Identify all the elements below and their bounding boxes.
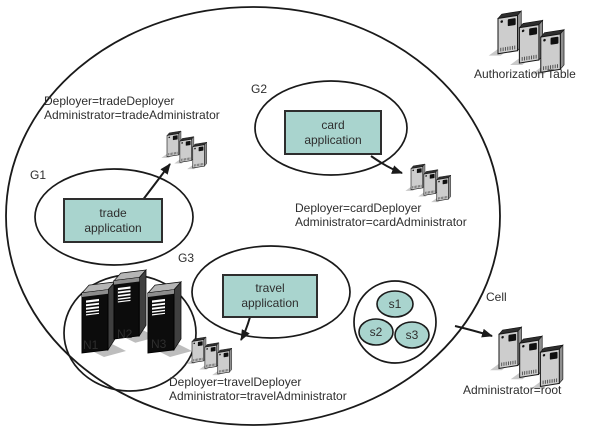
server-s3-label: s3	[405, 328, 419, 342]
travel-acl-text: Deployer=travelDeployer Administrator=tr…	[169, 375, 347, 403]
travel-application-label-line1: travel	[255, 281, 285, 295]
server-s3-ellipse	[394, 321, 430, 349]
trade-acl-deployer: Deployer=tradeDeployer	[44, 94, 175, 108]
card-deploy-arrow	[370, 155, 403, 174]
server-s2-label: s2	[369, 325, 383, 339]
node-n3-label: N3	[151, 337, 167, 351]
trade-application-box: trade application	[63, 198, 163, 243]
trade-acl-text: Deployer=tradeDeployer Administrator=tra…	[44, 94, 220, 122]
card-acl-text: Deployer=cardDeployer Administrator=card…	[295, 201, 467, 229]
authorization-table-label: Authorization Table	[474, 67, 576, 81]
travel-acl-administrator: Administrator=travelAdministrator	[169, 389, 347, 403]
cell-label: Cell	[486, 290, 507, 304]
travel-application-box: travel application	[222, 274, 318, 318]
travel-acl-deployer: Deployer=travelDeployer	[169, 375, 302, 389]
card-deploy-target-server-stack-icon	[405, 164, 450, 202]
card-application-box: card application	[284, 110, 382, 155]
card-acl-administrator: Administrator=cardAdministrator	[295, 215, 467, 229]
group-g2-ellipse	[254, 80, 408, 176]
node-n1-label: N1	[83, 338, 99, 352]
trade-application-label-line1: trade	[99, 205, 127, 220]
card-application-label-line1: card	[321, 117, 345, 132]
travel-deploy-target-server-stack-icon	[186, 337, 231, 375]
node-n2-label: N2	[117, 327, 133, 341]
authorization-table-server-stack-icon	[489, 11, 564, 74]
trade-deploy-target-server-stack-icon	[161, 131, 206, 169]
group-g3-ellipse	[191, 245, 351, 339]
group-g2-label: G2	[251, 82, 268, 96]
cell-admin-server-stack-icon	[490, 327, 563, 388]
trade-deploy-arrow	[141, 163, 171, 202]
cell-admin-arrow	[454, 325, 493, 338]
trade-application-label-line2: application	[84, 220, 142, 235]
card-application-label-line2: application	[304, 132, 362, 147]
server-s1-label: s1	[388, 297, 402, 311]
travel-deploy-arrow	[240, 316, 251, 341]
cell-boundary-ellipse	[5, 6, 501, 426]
server-s2-ellipse	[358, 318, 394, 346]
server-s1-ellipse	[376, 290, 414, 318]
travel-application-label-line2: application	[241, 296, 299, 310]
trade-acl-administrator: Administrator=tradeAdministrator	[44, 108, 220, 122]
group-g1-ellipse	[34, 168, 194, 266]
group-g3-label: G3	[178, 251, 195, 265]
group-g1-label: G1	[30, 168, 47, 182]
cell-admin-label: Administrator=root	[463, 383, 562, 397]
card-acl-deployer: Deployer=cardDeployer	[295, 201, 422, 215]
server-group-circle	[353, 280, 437, 364]
